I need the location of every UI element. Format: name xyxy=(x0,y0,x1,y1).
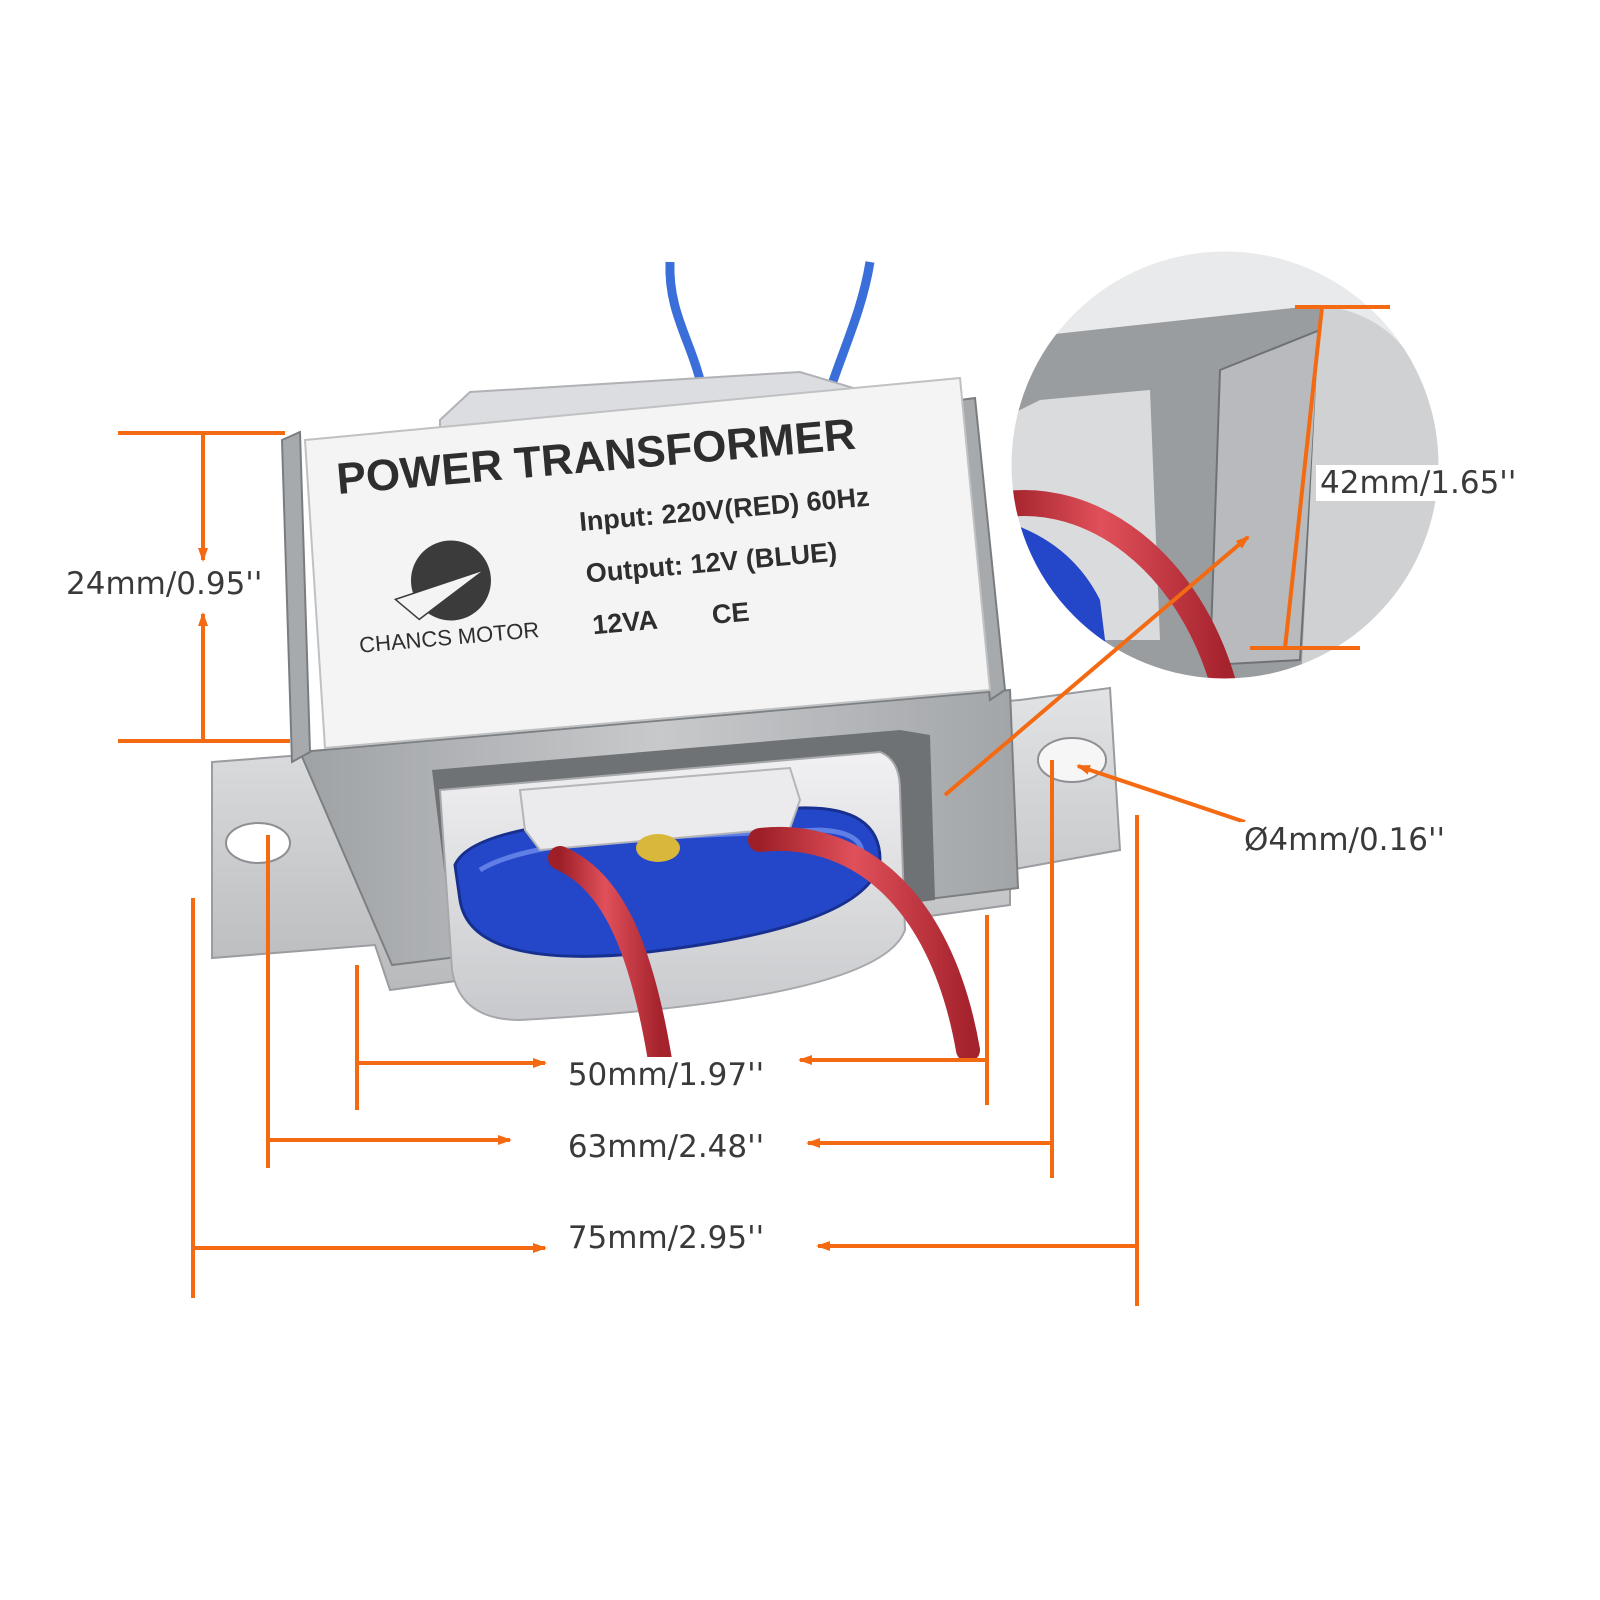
blue-wire-left xyxy=(665,261,705,382)
product-label-sticker xyxy=(303,376,992,750)
blue-wire-right xyxy=(825,261,875,392)
hole-diameter-label: Ø4mm/0.16'' xyxy=(1240,822,1450,858)
depth-line xyxy=(1283,306,1324,649)
inset-right-surface xyxy=(1300,305,1440,680)
height-dimension-label: 24mm/0.95'' xyxy=(62,566,267,602)
hole-spacing-label: 63mm/2.48'' xyxy=(563,1129,769,1165)
inset-side-plate xyxy=(1208,328,1322,667)
brand-logo-swoosh xyxy=(393,568,486,621)
core-left-side xyxy=(280,430,312,764)
dimension-lines xyxy=(118,305,1390,1306)
label-certification: CE xyxy=(711,597,751,630)
core-width-label: 50mm/1.97'' xyxy=(563,1057,769,1093)
mounting-hole-right xyxy=(1037,737,1107,783)
solder-terminal xyxy=(636,834,680,862)
red-wire-right xyxy=(748,827,980,1062)
transformer-illustration: POWER TRANSFORMER Input: 220V(RED) 60Hz … xyxy=(211,261,1122,1072)
label-rating: 12VA xyxy=(591,605,659,641)
overall-width-label: 75mm/2.95'' xyxy=(563,1220,769,1256)
mounting-hole-left xyxy=(225,822,291,864)
inset-red-wire xyxy=(1010,490,1238,680)
depth-dimension-label: 42mm/1.65'' xyxy=(1316,465,1521,501)
red-wire-left xyxy=(548,846,672,1072)
hole-diameter-arrow xyxy=(1076,764,1246,824)
zoom-pointer-arrow xyxy=(943,535,1250,797)
